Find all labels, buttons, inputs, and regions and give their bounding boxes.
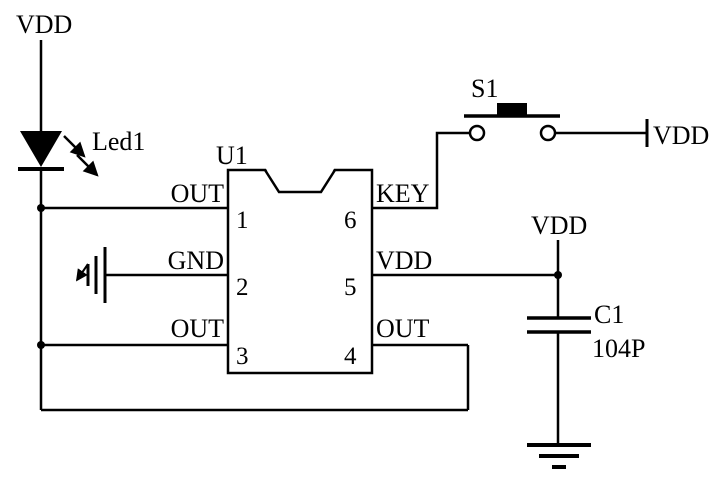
pin-1-number: 1	[236, 207, 249, 234]
wires	[39, 40, 647, 445]
ic-notch	[263, 169, 337, 194]
vdd-label-top-left: VDD	[16, 10, 72, 39]
switch-s1	[464, 103, 560, 142]
pin-4-number: 4	[344, 343, 357, 370]
junction-dot-vdd-cap	[554, 271, 562, 279]
pin-1-name-label: OUT	[171, 179, 225, 208]
led-light-arrow-2	[76, 154, 99, 177]
pin-2-number: 2	[236, 274, 249, 301]
led-anode-triangle	[20, 131, 62, 167]
ic-ref-label: U1	[216, 141, 248, 170]
pin-5-number: 5	[344, 274, 357, 301]
junction-dot-pin3	[37, 341, 45, 349]
pin-5-name-label: VDD	[376, 246, 432, 275]
pin-4-name-label: OUT	[376, 314, 430, 343]
switch-button-cap	[497, 103, 527, 116]
capacitor-c1	[527, 316, 591, 334]
pin-6-name-label: KEY	[376, 179, 430, 208]
junction-dot-pin1	[37, 204, 45, 212]
pin-3-name-label: OUT	[171, 314, 225, 343]
ground-symbol-left	[75, 247, 107, 303]
switch-terminal-right	[539, 124, 557, 142]
led-ref-label: Led1	[92, 127, 145, 156]
led-symbol	[18, 131, 99, 177]
ground-symbol-bottom	[527, 443, 591, 469]
wire-pin6-to-switch	[372, 131, 470, 210]
pin-3-number: 3	[236, 343, 249, 370]
led-light-arrow-1	[63, 135, 86, 158]
ground-left-arrow	[75, 263, 89, 282]
cap-value-label: 104P	[592, 334, 645, 363]
ic-notch-mask	[265, 167, 335, 192]
pin-6-number: 6	[344, 207, 357, 234]
cap-ref-label: C1	[594, 300, 624, 329]
switch-ref-label: S1	[471, 74, 498, 103]
switch-terminal-left	[468, 124, 486, 142]
vdd-label-decoupling: VDD	[531, 211, 587, 240]
vdd-label-switch: VDD	[653, 121, 709, 150]
ic-u1	[226, 167, 374, 375]
pin-2-name-label: GND	[168, 246, 224, 275]
